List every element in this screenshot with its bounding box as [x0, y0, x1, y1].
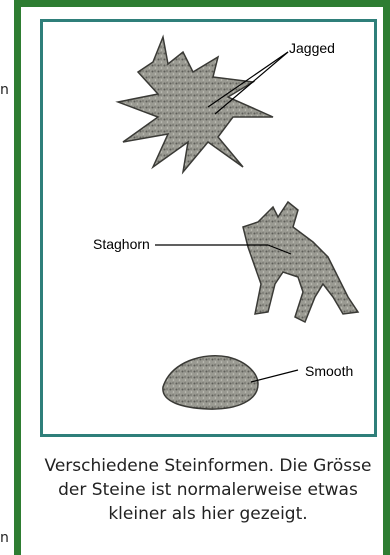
- kidney-stone-figure: Jagged Staghorn Smooth: [40, 19, 377, 437]
- label-staghorn: Staghorn: [93, 236, 150, 252]
- figure-panel: Jagged Staghorn Smooth Verschiedene Stei…: [14, 0, 390, 555]
- label-jagged: Jagged: [289, 40, 335, 56]
- staghorn-stone: [243, 202, 358, 322]
- page-text-fragment: n: [0, 82, 9, 98]
- smooth-stone: [163, 356, 258, 409]
- jagged-stone: [118, 37, 273, 172]
- label-smooth: Smooth: [305, 363, 353, 379]
- page-text-fragment: n: [0, 530, 9, 546]
- figure-caption: Verschiedene Steinformen. Die Grösse der…: [42, 454, 374, 526]
